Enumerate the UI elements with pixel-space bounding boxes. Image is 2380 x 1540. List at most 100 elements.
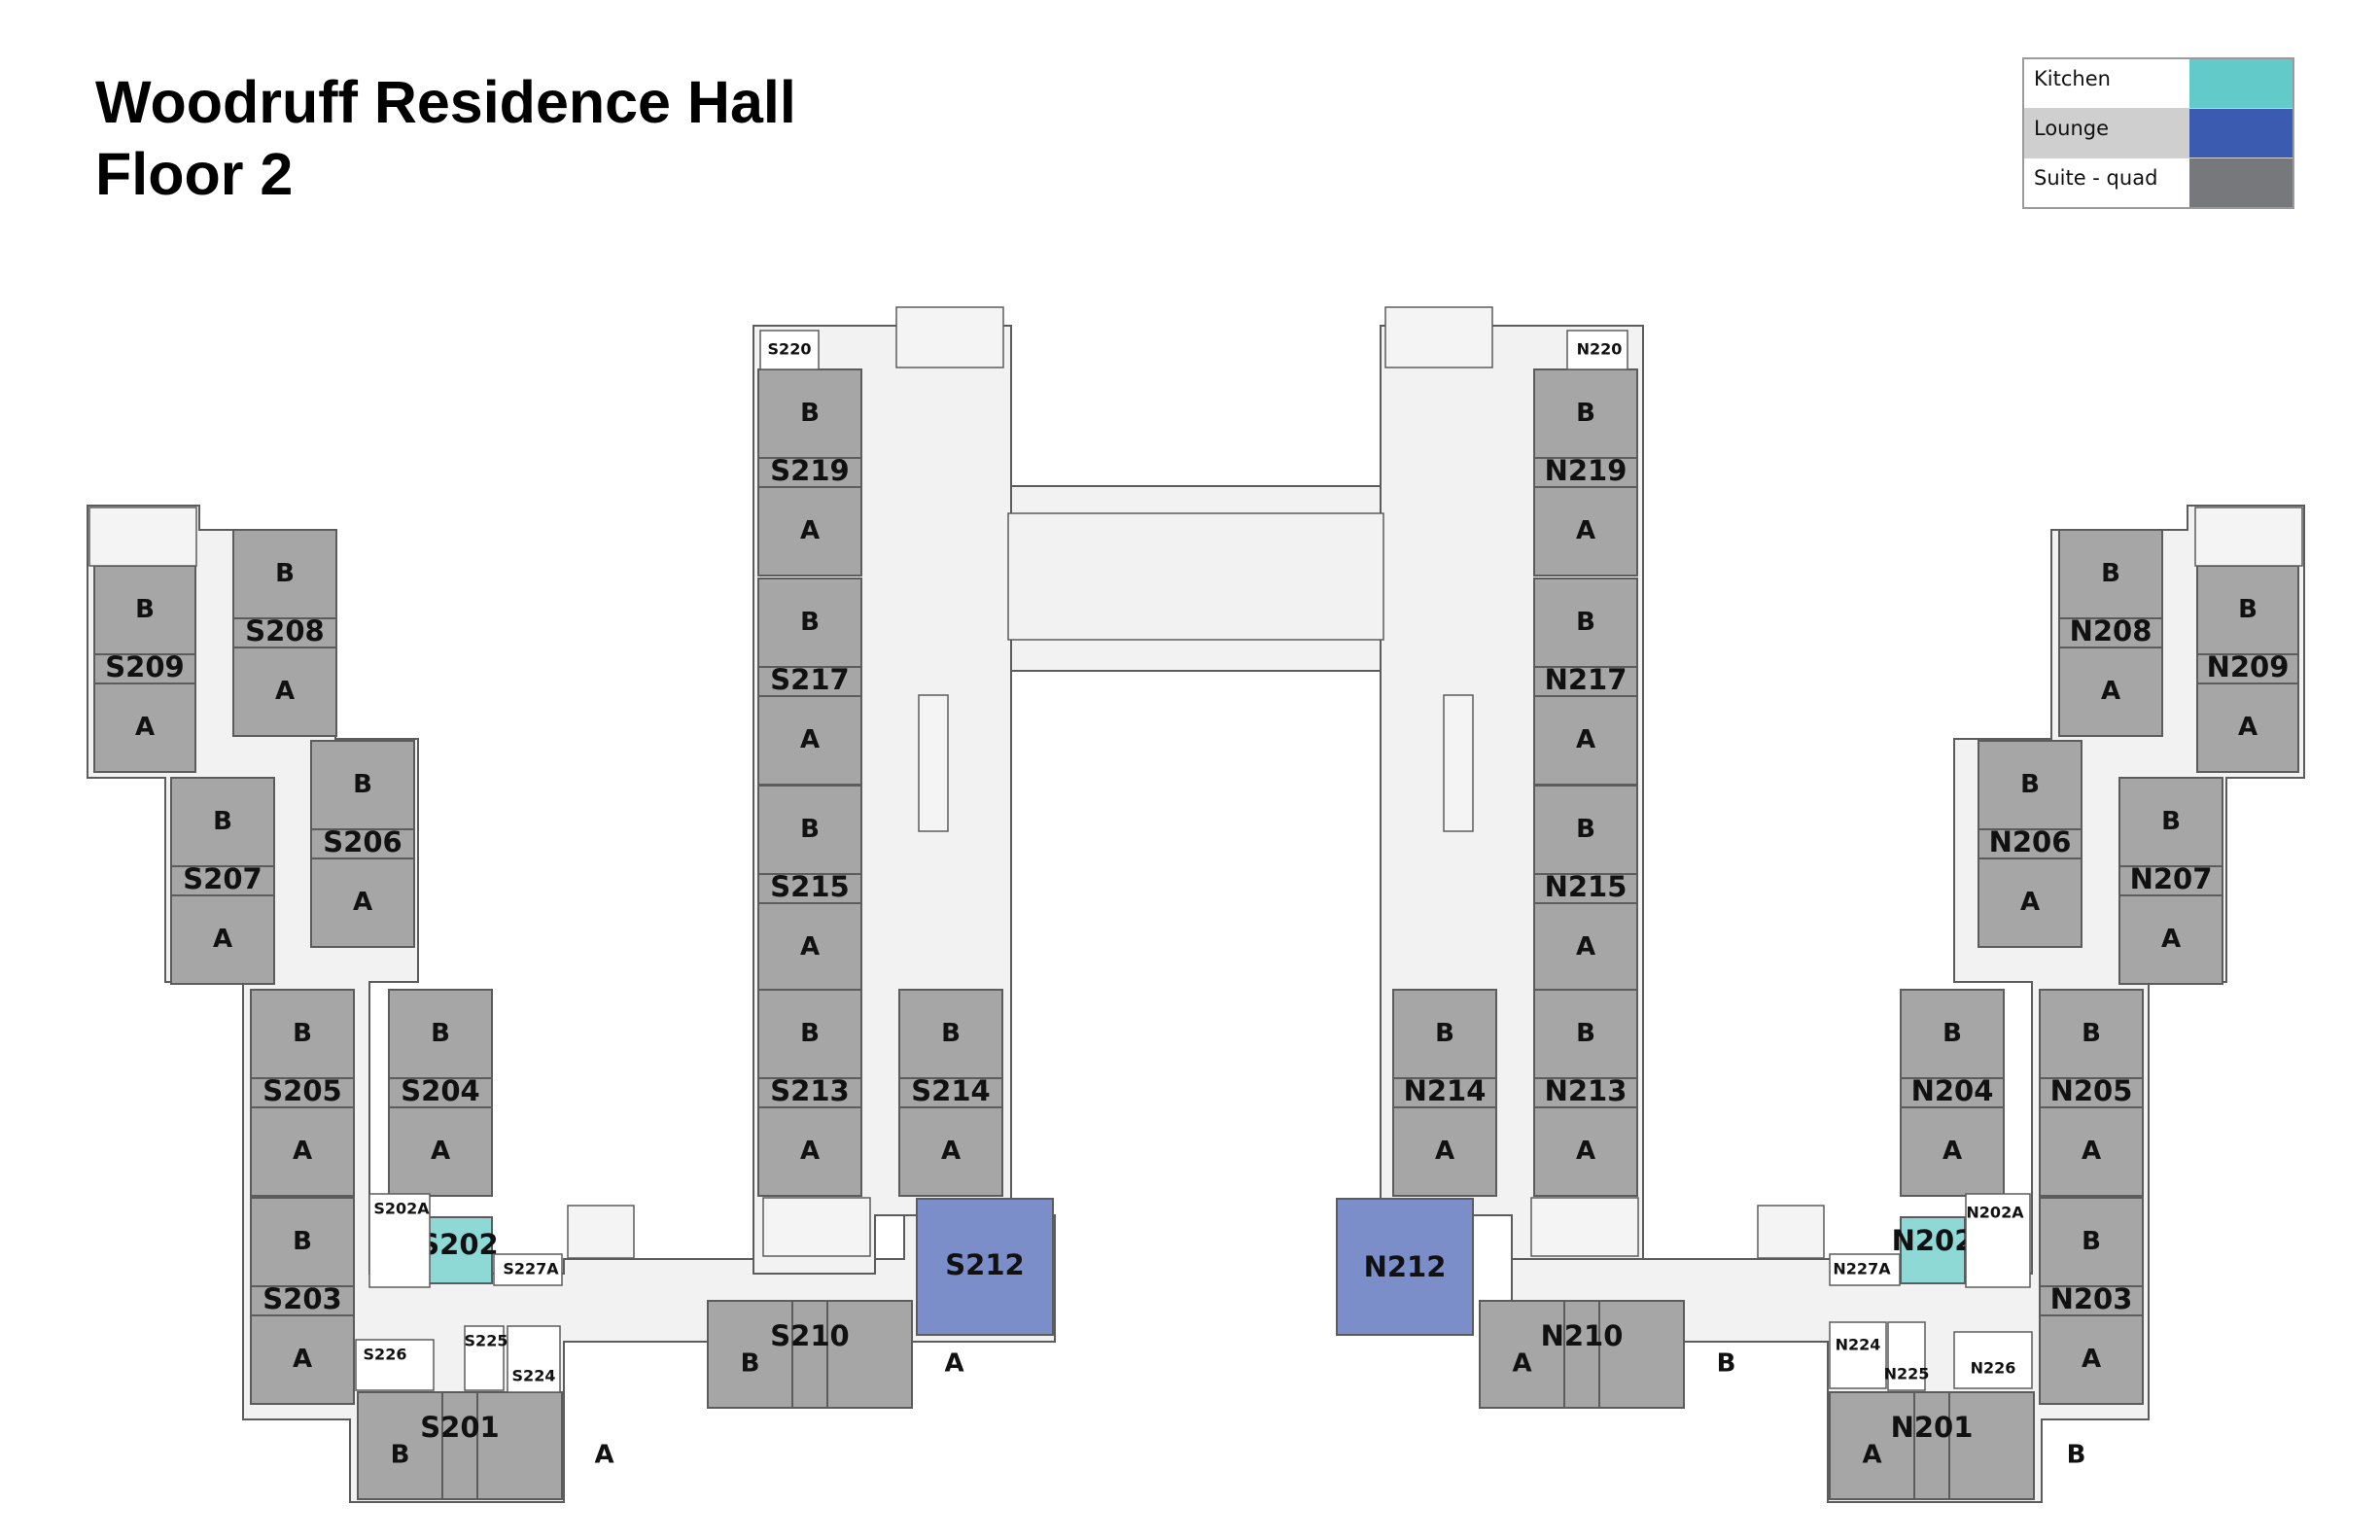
small-room: [507, 1325, 561, 1393]
room-a: [2118, 894, 2223, 985]
suite-label: S210: [770, 1319, 849, 1352]
lounge-label: S212: [945, 1248, 1024, 1281]
room-a: [388, 1106, 493, 1197]
room-label-b: B: [1942, 1019, 1962, 1048]
suite-label: S213: [770, 1074, 849, 1107]
small-room: [1829, 1321, 1887, 1389]
room-b: [310, 740, 415, 830]
room-a: [1829, 1391, 1915, 1500]
room-label-a: A: [2161, 925, 2181, 954]
small-room: [1566, 330, 1628, 370]
small-room-label: N227A: [1833, 1260, 1891, 1278]
stair-run: [918, 694, 949, 832]
suite-bath: [1533, 666, 1638, 697]
room-label-b: B: [2067, 1441, 2086, 1470]
room-b: [250, 989, 355, 1079]
room-label-a: A: [1512, 1349, 1531, 1379]
suite-bath: [757, 457, 862, 488]
room-b: [1900, 989, 2005, 1079]
room-label-b: B: [1576, 608, 1595, 637]
room-label-b: B: [2161, 807, 2181, 836]
suite-label: S214: [911, 1074, 990, 1107]
room-label-b: B: [1435, 1019, 1454, 1048]
suite-label: S208: [245, 614, 324, 648]
suite-label: N207: [2130, 862, 2213, 895]
room-a: [250, 1106, 355, 1197]
stairwell: [567, 1205, 635, 1259]
room-label-a: A: [594, 1441, 613, 1470]
small-room-label: S220: [768, 340, 812, 359]
suite-bath: [898, 1077, 1003, 1108]
room-label-a: A: [1942, 1137, 1962, 1166]
room-b: [2039, 989, 2144, 1079]
suite-label: N206: [1989, 825, 2072, 858]
suite-bath: [388, 1077, 493, 1108]
stairwell: [895, 306, 1004, 368]
room-a: [170, 894, 275, 985]
room-a: [310, 858, 415, 948]
room-label-a: A: [941, 1137, 961, 1166]
suite-bath: [1563, 1300, 1600, 1409]
suite-bath: [93, 653, 196, 684]
suite-label: N219: [1545, 454, 1628, 487]
small-room: [1965, 1193, 2031, 1288]
room-a: [757, 902, 862, 993]
suite-bath: [2196, 653, 2299, 684]
room-a: [2058, 647, 2163, 737]
room-b: [1948, 1391, 2035, 1500]
small-room-label: S225: [465, 1332, 508, 1350]
room-b: [1533, 578, 1638, 668]
small-room: [493, 1253, 563, 1286]
suite-label: N205: [2050, 1074, 2133, 1107]
room-label-a: A: [1576, 932, 1595, 962]
small-room: [1887, 1321, 1926, 1391]
room-label-a: A: [293, 1137, 312, 1166]
room-label-b: B: [800, 1019, 820, 1048]
room-a: [826, 1300, 913, 1409]
room-a: [1900, 1106, 2005, 1197]
room-label-b: B: [1576, 815, 1595, 844]
small-room-label: S227A: [503, 1260, 559, 1278]
suite-label: N203: [2050, 1282, 2133, 1315]
room-label-b: B: [741, 1349, 760, 1379]
suite-label: S207: [183, 862, 262, 895]
legend-swatch-kitchen: [2189, 59, 2292, 108]
room-label-a: A: [293, 1345, 312, 1374]
room-label-b: B: [135, 595, 155, 624]
suite-label: S219: [770, 454, 849, 487]
room-a: [898, 1106, 1003, 1197]
suite-bath: [1533, 873, 1638, 904]
room-a: [476, 1391, 563, 1500]
room-label-a: A: [800, 1137, 820, 1166]
small-room: [759, 330, 820, 370]
room-label-a: A: [353, 888, 372, 917]
room-label-a: A: [1862, 1441, 1881, 1470]
room-label-a: A: [1576, 516, 1595, 545]
room-label-b: B: [2101, 559, 2120, 588]
suite-label: S215: [770, 870, 849, 903]
suite-label: N204: [1911, 1074, 1994, 1107]
legend-label: Kitchen: [2034, 67, 2111, 90]
room-label-b: B: [800, 399, 820, 428]
suite-bath: [250, 1077, 355, 1108]
small-room: [1953, 1331, 2033, 1389]
suite-bath: [757, 666, 862, 697]
suite-bath: [250, 1285, 355, 1316]
room-b: [232, 529, 337, 619]
small-room-label: S224: [512, 1367, 556, 1385]
room-b: [1978, 740, 2082, 830]
kitchen-s202: [427, 1216, 493, 1284]
room-b: [2196, 565, 2299, 655]
suite-label: S209: [105, 650, 184, 683]
small-room: [1829, 1253, 1901, 1286]
room-a: [2196, 682, 2299, 773]
lounge-label: N212: [1364, 1250, 1447, 1283]
stairwell: [1384, 306, 1493, 368]
room-label-a: A: [431, 1137, 450, 1166]
suite-label: N210: [1541, 1319, 1624, 1352]
room-label-b: B: [353, 770, 372, 799]
suite-bath: [441, 1391, 478, 1500]
room-label-b: B: [391, 1441, 410, 1470]
suite-bath: [791, 1300, 828, 1409]
